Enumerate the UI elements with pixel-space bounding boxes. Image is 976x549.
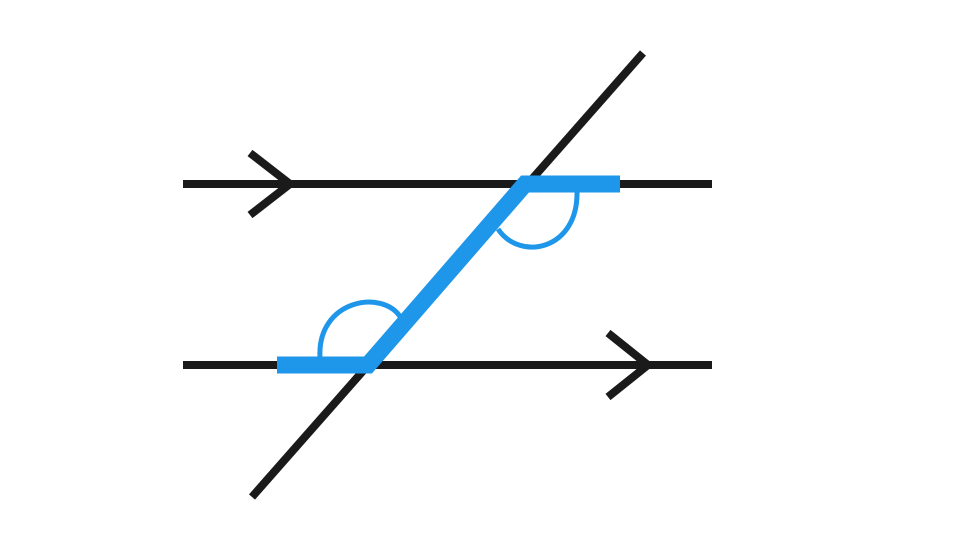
bottom-angle-arc — [317, 299, 404, 358]
top-angle-arc — [495, 191, 580, 250]
highlighted-z-shape — [277, 175, 620, 374]
top-arrow-chevron-icon — [247, 149, 297, 219]
bottom-arrow-chevron-icon — [605, 329, 655, 401]
